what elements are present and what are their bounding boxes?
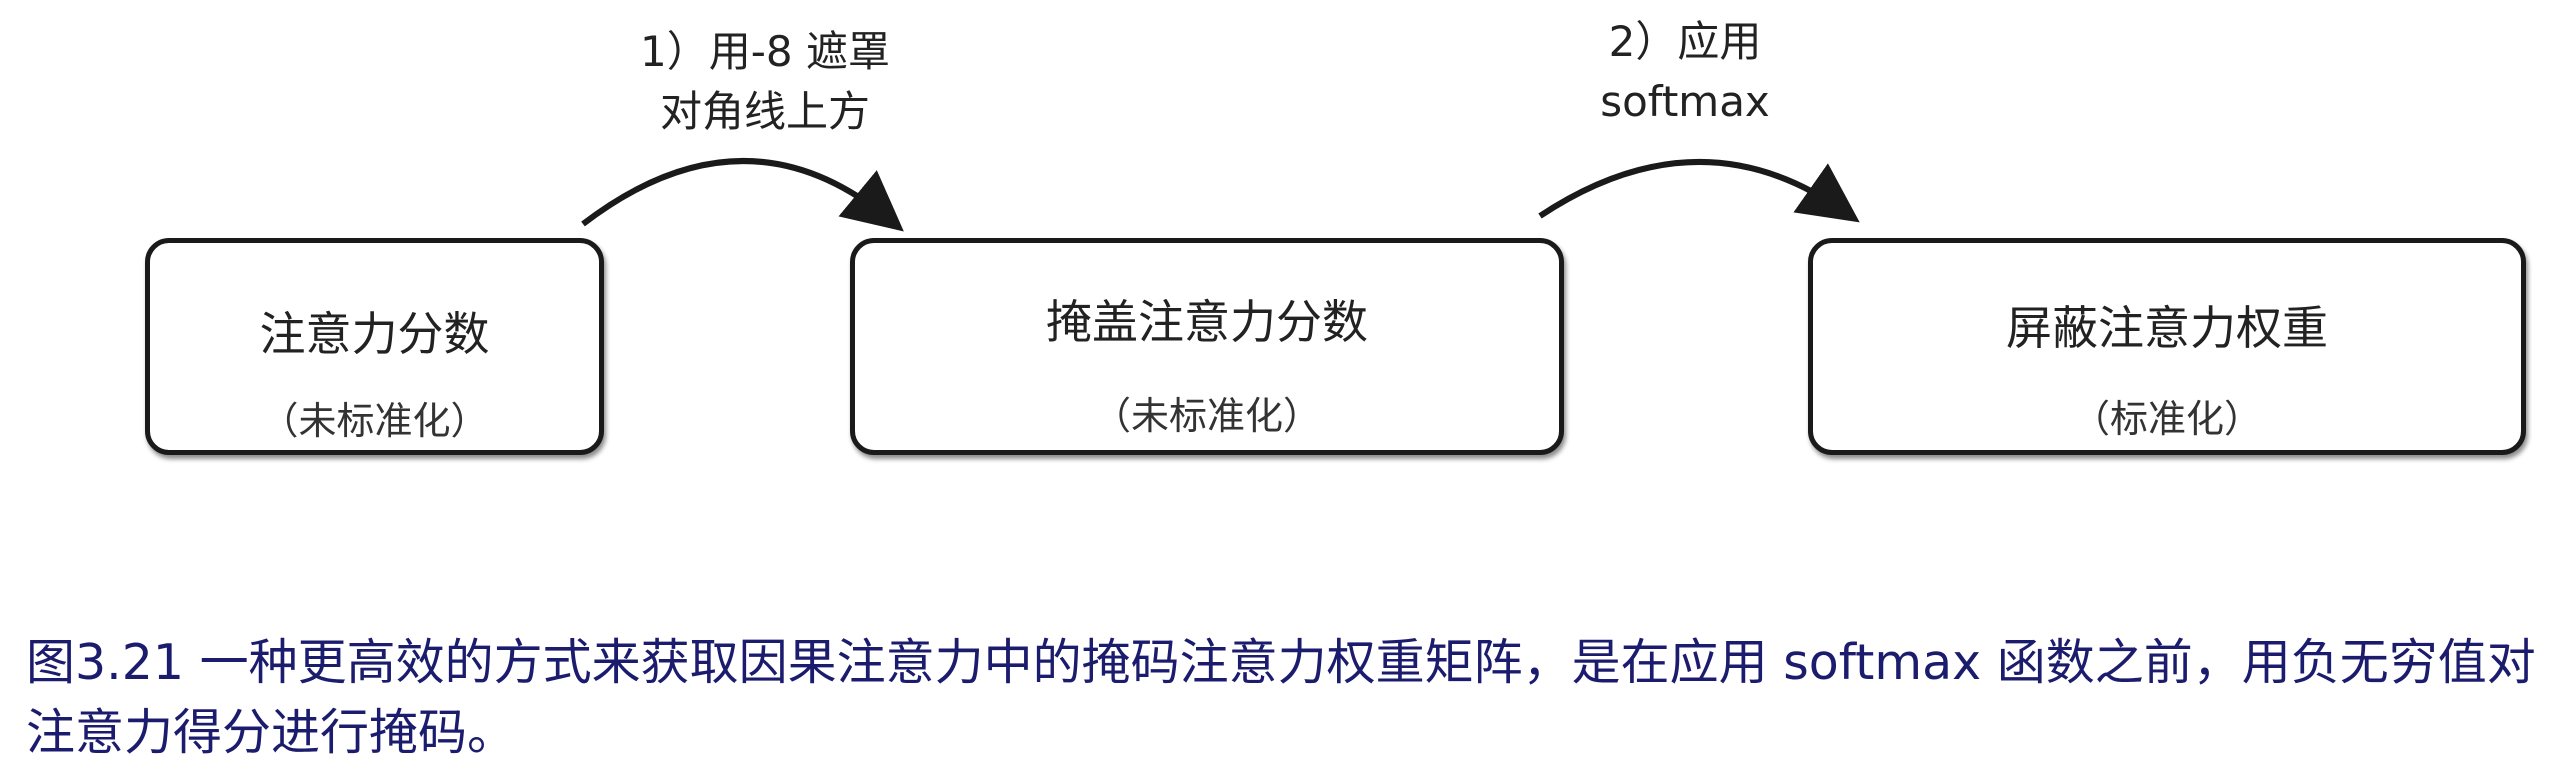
attention-scores-box: 注意力分数 （未标准化） <box>145 238 604 455</box>
step-2-line-2: softmax <box>1600 77 1770 126</box>
caption-text: 一种更高效的方式来获取因果注意力中的掩码注意力权重矩阵，是在应用 softmax… <box>26 634 2536 761</box>
masked-attention-weights-box: 屏蔽注意力权重 （标准化） <box>1808 238 2526 455</box>
box-1-subtitle: （未标准化） <box>260 399 489 443</box>
step-1-line-2: 对角线上方 <box>659 87 870 136</box>
arrow-step-2 <box>1538 159 1860 223</box>
step-2-line-1: 2）应用 <box>1608 17 1762 66</box>
step-1-line-1: 1）用-8 遮罩 <box>640 27 890 76</box>
box-3-title: 屏蔽注意力权重 <box>2006 301 2328 355</box>
box-2-title: 掩盖注意力分数 <box>1046 295 1368 349</box>
step-1-label: 1）用-8 遮罩 对角线上方 <box>580 22 950 142</box>
figure-caption: 图3.21 一种更高效的方式来获取因果注意力中的掩码注意力权重矩阵，是在应用 s… <box>26 628 2556 768</box>
box-1-title: 注意力分数 <box>259 307 490 361</box>
box-2-subtitle: （未标准化） <box>1092 394 1321 438</box>
masked-attention-scores-box: 掩盖注意力分数 （未标准化） <box>850 238 1564 455</box>
box-3-subtitle: （标准化） <box>2071 397 2262 441</box>
figure-label: 图3.21 <box>26 634 185 691</box>
step-2-label: 2）应用 softmax <box>1530 12 1840 132</box>
arrow-step-1 <box>581 158 904 232</box>
